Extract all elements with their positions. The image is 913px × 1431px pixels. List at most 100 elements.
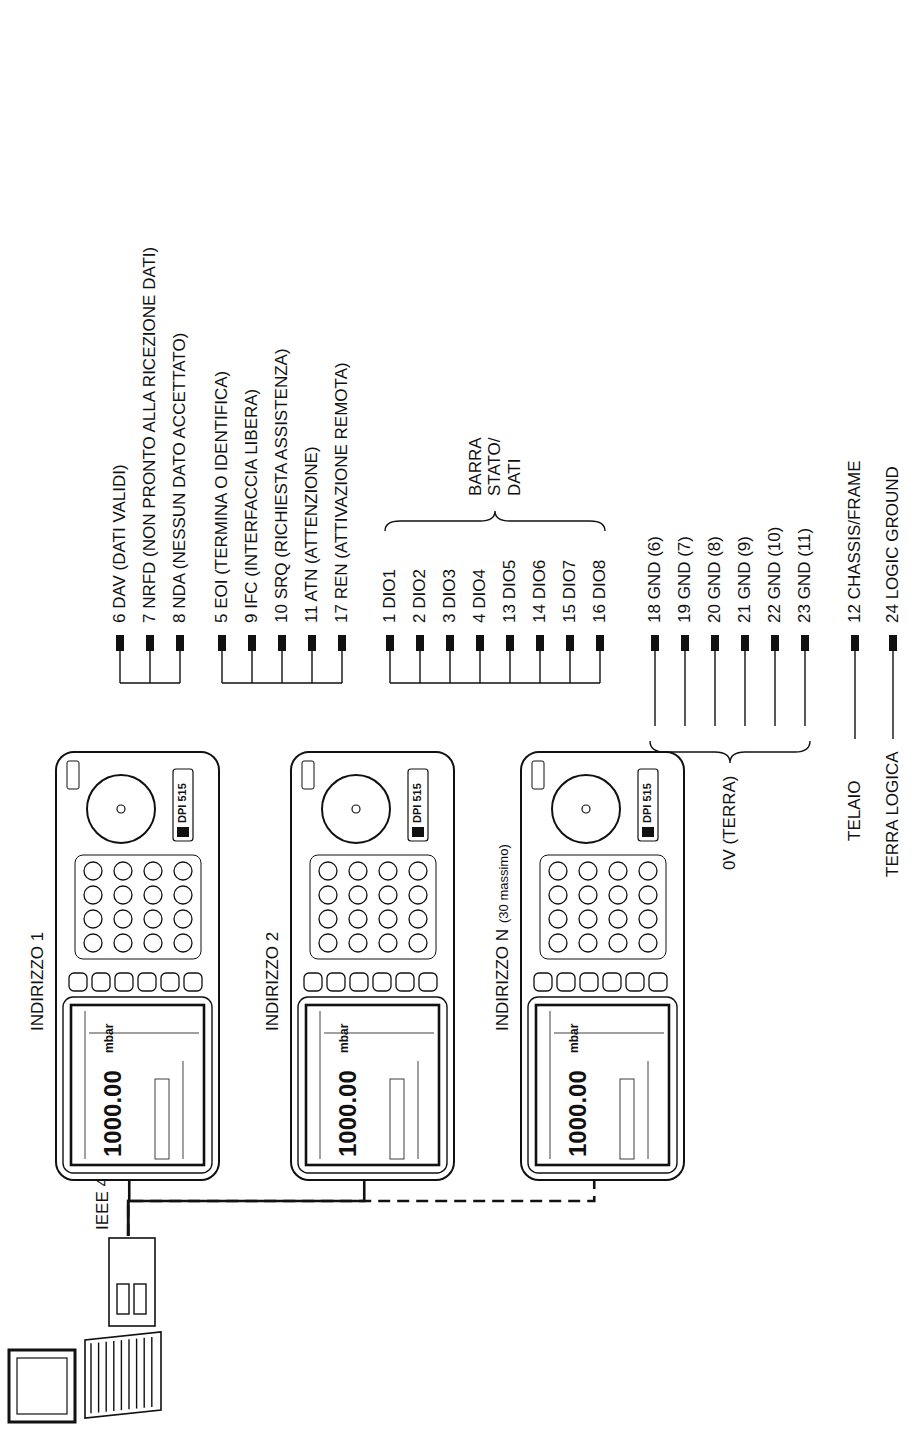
keypad-key	[114, 934, 132, 952]
keypad-key	[174, 934, 192, 952]
knob-centre	[582, 805, 590, 813]
pin-marker	[506, 635, 514, 651]
display-line	[418, 1061, 419, 1159]
keyboard-key-row	[105, 1342, 106, 1412]
pin-lead	[389, 651, 390, 683]
pin-marker	[278, 635, 286, 651]
instrument-drawing	[520, 751, 685, 1181]
bus-cable	[128, 1181, 594, 1236]
model-name: DPI 515	[176, 783, 189, 823]
soft-key	[92, 973, 110, 991]
pin-marker	[116, 635, 124, 651]
group-label: TELAIO	[845, 781, 865, 841]
keypad-key	[319, 862, 337, 880]
keypad-key	[609, 910, 627, 928]
display-bezel	[528, 997, 677, 1173]
keypad-key	[84, 934, 102, 952]
group-join	[390, 682, 600, 683]
keypad-key	[549, 934, 567, 952]
soft-key	[396, 973, 414, 991]
keypad-key	[609, 886, 627, 904]
keypad-key	[144, 934, 162, 952]
computer-drawing	[5, 1236, 165, 1426]
keypad-key	[579, 886, 597, 904]
pin-lead	[509, 651, 510, 683]
group-label: TERRA LOGICA	[883, 751, 903, 877]
keypad-key	[114, 886, 132, 904]
pin-lead	[221, 651, 222, 683]
pin-label: 16 DIO8	[590, 560, 610, 623]
pin-label: 12 CHASSIS/FRAME	[845, 461, 865, 624]
pin-label: 3 DIO3	[440, 569, 460, 623]
keyboard	[85, 1332, 161, 1418]
address-label: (30 massimo)	[497, 844, 512, 923]
pin-lead	[774, 651, 775, 726]
display-reading: 1000.00	[334, 1070, 362, 1157]
pin-lead	[341, 651, 342, 683]
keypad-key	[349, 862, 367, 880]
keypad-key	[319, 934, 337, 952]
keypad-key	[349, 886, 367, 904]
pin-lead	[892, 651, 893, 739]
brand-logo	[177, 827, 189, 837]
keypad-key	[409, 910, 427, 928]
address-label: INDIRIZZO 1	[28, 932, 48, 1031]
monitor-screen	[17, 1358, 67, 1414]
keypad-key	[144, 910, 162, 928]
curly-brace	[385, 511, 605, 531]
pin-label: 17 REN (ATTIVAZIONE REMOTA)	[332, 362, 352, 623]
instrument-case	[521, 752, 684, 1180]
pin-lead	[281, 651, 282, 683]
keypad-key	[174, 910, 192, 928]
control-knob	[322, 775, 390, 843]
pin-marker	[801, 635, 809, 651]
instrument: INDIRIZZO N(30 massimo)1000.00mbarDPI 51…	[520, 751, 685, 1181]
pin-lead	[479, 651, 480, 683]
pin-marker	[416, 635, 424, 651]
pin-label: 21 GND (9)	[735, 536, 755, 623]
keypad-key	[114, 862, 132, 880]
bus-cable	[128, 1181, 364, 1236]
group-label: 0V (TERRA)	[720, 776, 740, 870]
pin-lead	[569, 651, 570, 683]
brand-plate	[408, 769, 428, 841]
pin-marker	[711, 635, 719, 651]
instrument-case	[291, 752, 454, 1180]
tower	[109, 1238, 155, 1326]
display-line	[320, 1011, 321, 1159]
bus-cable	[128, 1181, 129, 1236]
pin-marker	[176, 635, 184, 651]
pin-lead	[599, 651, 600, 683]
soft-key	[138, 973, 156, 991]
soft-key	[304, 973, 322, 991]
display-line	[183, 1061, 184, 1159]
pin-marker	[851, 635, 859, 651]
knob-centre	[117, 805, 125, 813]
display-line	[85, 1011, 86, 1159]
display-screen	[71, 1005, 204, 1165]
pin-lead	[251, 651, 252, 683]
keypad-key	[114, 910, 132, 928]
address-label: INDIRIZZO N	[493, 929, 513, 1031]
keypad-key	[639, 934, 657, 952]
pin-marker	[681, 635, 689, 651]
pin-label: 6 DAV (DATI VALIDI)	[110, 464, 130, 623]
pin-marker	[651, 635, 659, 651]
model-name: DPI 515	[411, 783, 424, 823]
pin-label: 14 DIO6	[530, 560, 550, 623]
keyboard-key-row	[90, 1343, 91, 1413]
group-join	[120, 682, 180, 683]
keypad-key	[549, 862, 567, 880]
pin-label: 7 NRFD (NON PRONTO ALLA RICEZIONE DATI)	[140, 247, 160, 623]
keypad-key	[409, 862, 427, 880]
keypad-key	[84, 886, 102, 904]
soft-key	[580, 973, 598, 991]
pin-label: 4 DIO4	[470, 569, 490, 623]
display-line	[550, 1011, 551, 1159]
instrument-drawing	[290, 751, 455, 1181]
keypad-key	[639, 910, 657, 928]
setpoint-box	[390, 1079, 404, 1159]
keypad-key	[379, 862, 397, 880]
pin-label: 20 GND (8)	[705, 536, 725, 623]
range-tag	[302, 761, 314, 789]
